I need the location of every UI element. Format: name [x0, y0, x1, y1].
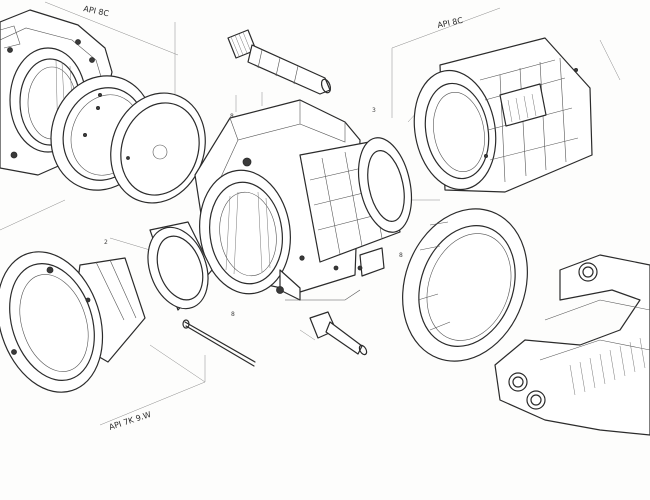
- central-housing: [194, 99, 413, 301]
- top-left-seal-plate: [110, 92, 206, 204]
- shaft-bolt: [227, 29, 332, 95]
- top-right-bearing-cage: [413, 37, 593, 193]
- locating-pin: [182, 319, 256, 367]
- callout-numbers: 2 3 8 8 8: [104, 107, 403, 318]
- label-top-right: API 8C: [437, 16, 465, 30]
- grease-fitting: [309, 311, 368, 356]
- sleeve-ring: [147, 221, 213, 311]
- leader-lines: [0, 1, 621, 426]
- label-bottom: API 7K 9.W: [108, 410, 152, 432]
- callout-number: 3: [372, 107, 376, 114]
- race-ring: [402, 208, 528, 362]
- callout-number: 8: [230, 113, 234, 120]
- callout-number: 2: [104, 239, 108, 246]
- label-top-left: API 8C: [83, 4, 111, 18]
- callout-number: 8: [231, 311, 235, 318]
- callout-number: 8: [399, 252, 403, 259]
- bottom-left-flanged-hub: [0, 251, 146, 393]
- half-clamp: [494, 254, 650, 436]
